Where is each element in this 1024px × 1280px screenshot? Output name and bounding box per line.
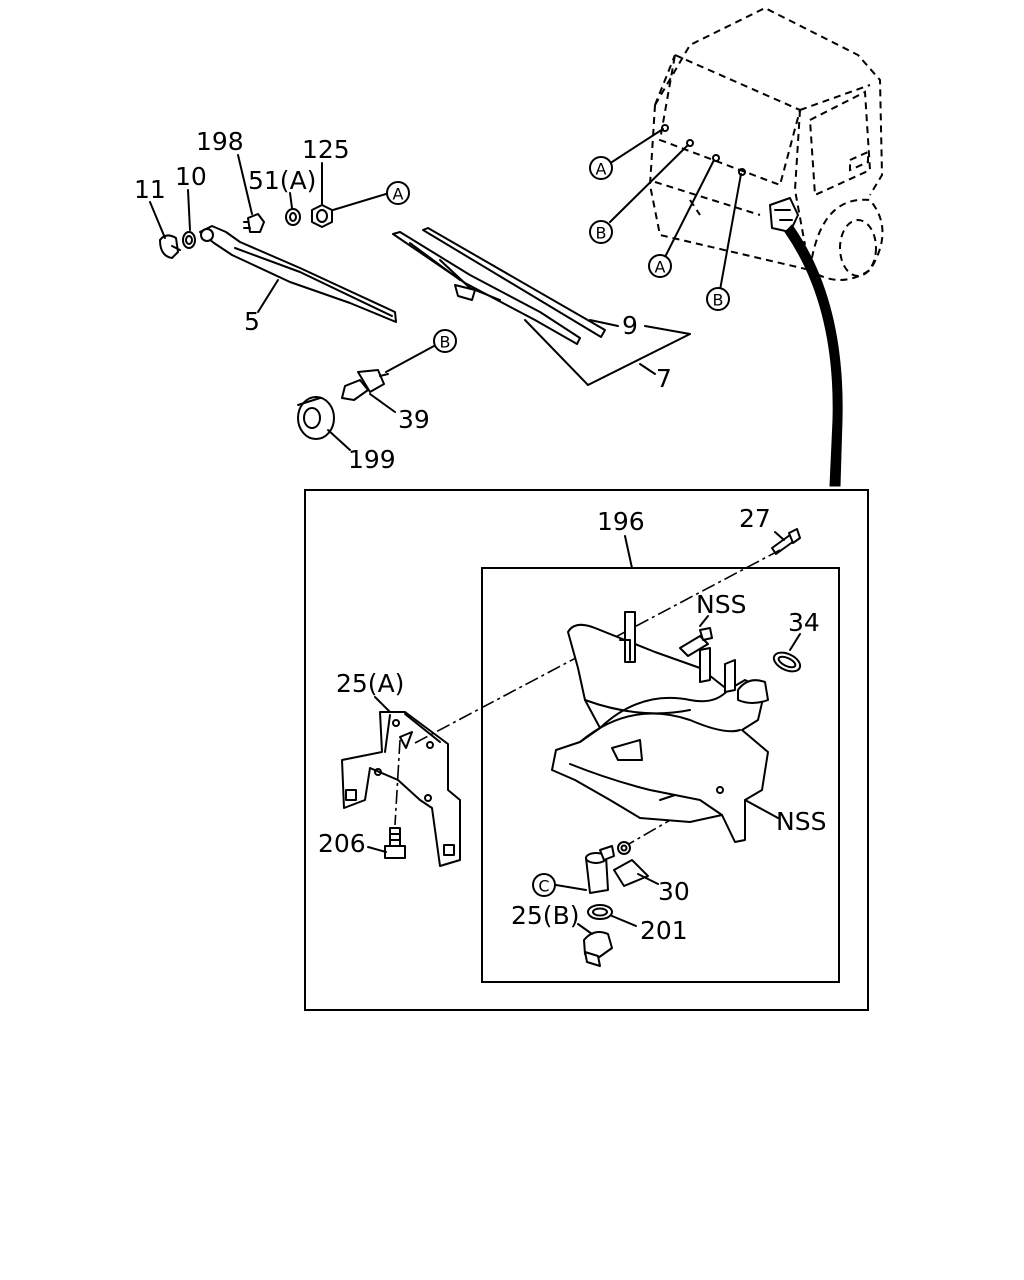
- label-part-39: 39: [398, 405, 430, 434]
- callout-a-arm: A: [386, 181, 410, 205]
- label-part-34: 34: [788, 608, 820, 637]
- label-part-9: 9: [622, 311, 638, 340]
- inset-pointer: [784, 224, 843, 487]
- fitting-nss-top: [679, 627, 713, 657]
- label-part-25b: 25(B): [511, 901, 579, 930]
- callout-b-pivot: B: [433, 329, 457, 353]
- svg-text:B: B: [713, 291, 724, 310]
- callout-a-truck-1: A: [589, 156, 613, 180]
- truck-illustration: [609, 6, 884, 291]
- label-part-196: 196: [597, 507, 645, 536]
- label-part-30: 30: [658, 877, 690, 906]
- svg-text:C: C: [538, 877, 549, 896]
- label-part-11: 11: [134, 175, 166, 204]
- callout-c-pump: C: [532, 873, 556, 897]
- svg-text:A: A: [596, 160, 607, 179]
- label-part-125: 125: [302, 135, 350, 164]
- bolt-part-206: [384, 827, 406, 859]
- inset-frame-outer: [304, 489, 869, 1011]
- svg-text:A: A: [655, 258, 666, 277]
- label-part-206: 206: [318, 829, 366, 858]
- label-part-5: 5: [244, 307, 260, 336]
- nut-part-125: [311, 204, 333, 228]
- svg-text:A: A: [393, 185, 404, 204]
- label-part-201: 201: [640, 916, 688, 945]
- svg-text:B: B: [440, 333, 451, 352]
- svg-text:B: B: [596, 224, 607, 243]
- label-part-7: 7: [656, 364, 672, 393]
- label-part-198: 198: [196, 127, 244, 156]
- nut-part-10: [182, 231, 196, 249]
- bushing-part-198: [243, 213, 265, 233]
- label-part-51a: 51(A): [248, 166, 316, 195]
- pivot-part-39: [341, 369, 389, 401]
- label-nss-top: NSS: [696, 590, 746, 619]
- label-part-27: 27: [739, 504, 771, 533]
- washer-pump-part-30: [585, 841, 631, 894]
- wiper-blade-part-7: [392, 231, 581, 345]
- clamp-part-25b: [583, 931, 613, 967]
- inset-frame-inner: [481, 567, 840, 983]
- cap-part-11: [159, 234, 181, 259]
- gasket-part-34: [772, 651, 802, 673]
- callout-a-truck-2: A: [648, 254, 672, 278]
- grommet-part-201: [587, 904, 613, 920]
- callout-b-truck-1: B: [589, 220, 613, 244]
- label-part-10: 10: [175, 162, 207, 191]
- label-part-25a: 25(A): [336, 669, 404, 698]
- washer-tank-part-196: [551, 611, 769, 843]
- wiper-arm-part-5: [199, 225, 397, 323]
- callout-b-truck-2: B: [706, 287, 730, 311]
- label-nss-right: NSS: [776, 807, 826, 836]
- blade-rubber-part-9: [422, 227, 606, 338]
- grommet-part-199: [297, 396, 335, 440]
- bracket-part-25a: [341, 711, 461, 867]
- washer-part-51a: [285, 208, 301, 226]
- label-part-199: 199: [348, 445, 396, 474]
